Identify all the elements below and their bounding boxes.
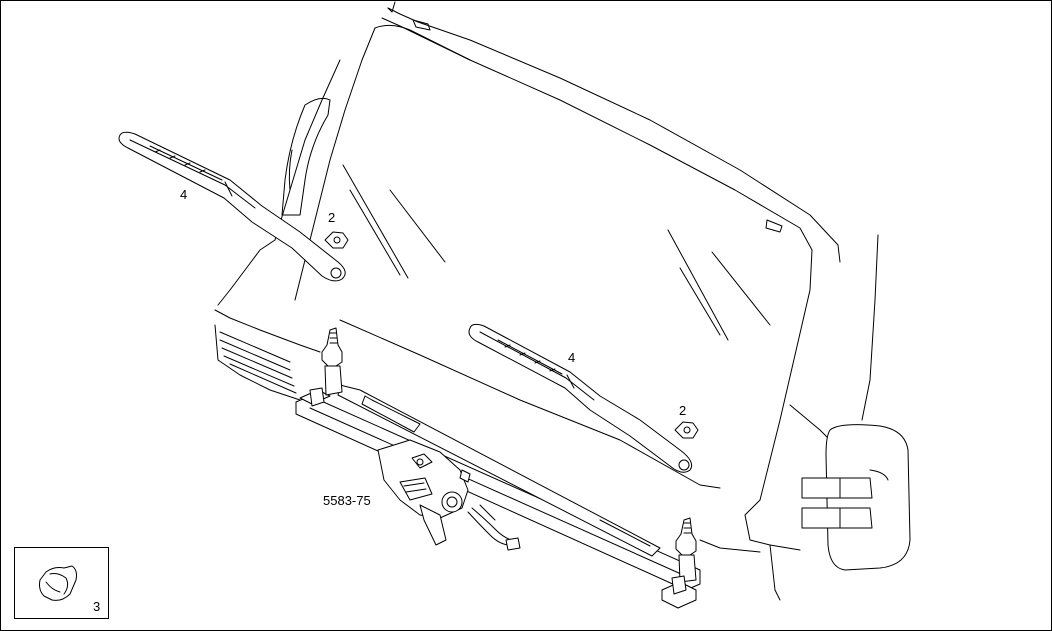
clip-part <box>39 565 77 601</box>
callout-wiper-arm-right: 4 <box>568 350 575 365</box>
callout-nut-left: 2 <box>328 210 335 225</box>
callout-inset-clip: 3 <box>93 599 100 614</box>
figure-code: 5583-75 <box>323 493 371 508</box>
wiper-arm-right <box>468 323 693 473</box>
callout-wiper-arm-left: 4 <box>180 187 187 202</box>
nut-left <box>324 231 349 249</box>
vehicle-body <box>214 1 911 601</box>
wiper-linkage-frame <box>295 327 701 609</box>
callout-nut-right: 2 <box>679 403 686 418</box>
nut-right <box>674 421 699 439</box>
inset-clip-box <box>14 547 109 619</box>
wiper-arm-left <box>118 131 346 282</box>
